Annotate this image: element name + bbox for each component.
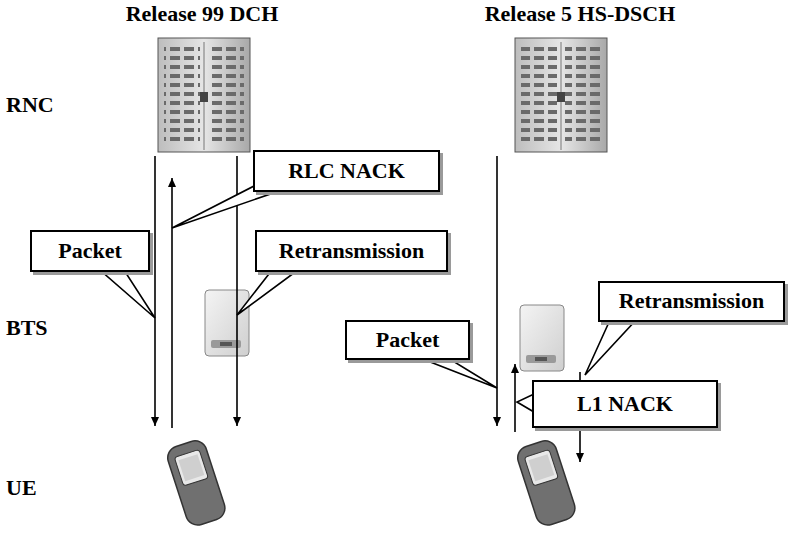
callout-box: RLC NACK (253, 150, 440, 192)
row-label: BTS (6, 316, 48, 340)
bts-unit (520, 305, 564, 371)
row-label: RNC (6, 93, 54, 117)
callout-box: Packet (30, 230, 150, 272)
row-label: UE (6, 476, 37, 500)
callout-text: Retransmission (279, 239, 424, 263)
ue-phone (165, 438, 228, 528)
callout-box: L1 NACK (532, 380, 718, 428)
callout-box: Retransmission (598, 281, 785, 322)
callout-box: Retransmission (255, 230, 448, 272)
rnc-cabinet (515, 38, 607, 152)
transfer-arrow (155, 156, 580, 462)
callout-text: Retransmission (619, 289, 764, 313)
callout-tail (100, 184, 636, 412)
rnc-cabinet (158, 38, 250, 152)
ue-phone (515, 438, 578, 528)
column-title: Release 5 HS-DSCH (485, 2, 676, 26)
callout-text: Packet (58, 239, 122, 263)
callout-box: Packet (345, 320, 470, 360)
callout-text: RLC NACK (288, 159, 405, 183)
column-title: Release 99 DCH (126, 2, 279, 26)
callout-text: L1 NACK (577, 392, 673, 416)
bts-unit (205, 290, 249, 356)
callout-text: Packet (376, 328, 440, 352)
